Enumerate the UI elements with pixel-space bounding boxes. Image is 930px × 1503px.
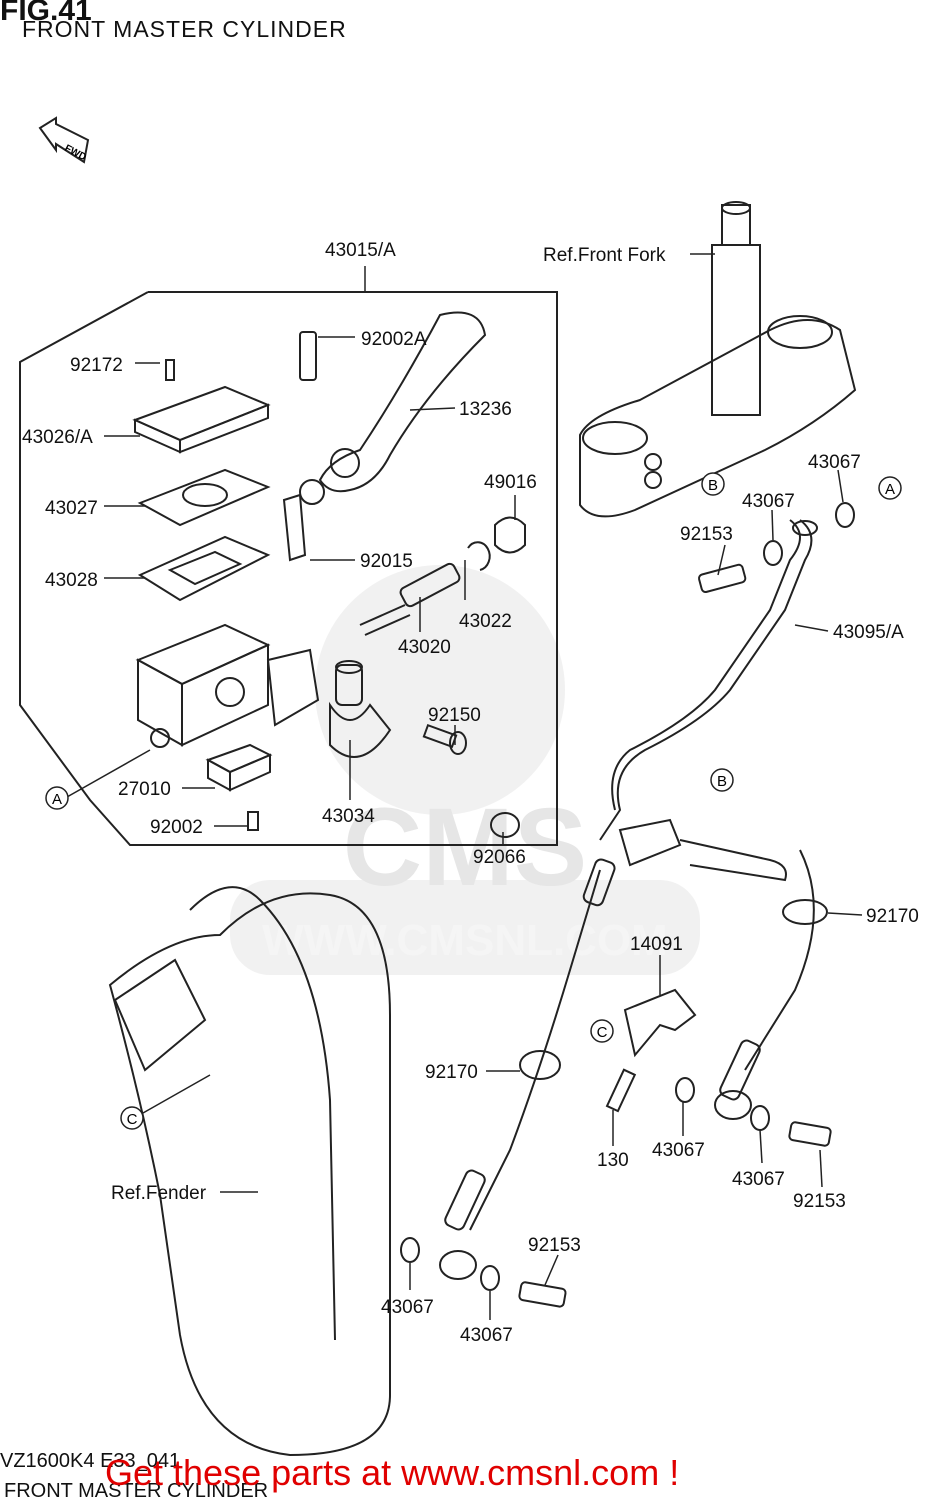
brake-hose [444,519,828,1231]
piston-assembly [359,516,526,636]
leader-lines [66,253,863,1320]
callout-c-fender: C [120,1106,144,1130]
part-label-43026-a: 43026/A [22,427,93,448]
diagram-code: VZ1600K4 E33_041 [0,1450,181,1472]
svg-text:A: A [52,791,62,808]
part-label-92002a: 92002A [361,329,427,350]
part-label-43020: 43020 [398,637,451,658]
callout-a-right: A [878,476,902,500]
callout-a-left: A [45,786,69,810]
lever-holder [329,660,392,758]
part-label-43067-upper: 43067 [742,491,795,512]
diaphragm-plate [137,468,271,527]
part-label-92015: 92015 [360,551,413,572]
callouts: A A B B C C [45,472,902,1130]
master-cylinder-body [135,623,320,748]
part-label-43027: 43027 [45,498,98,519]
part-label-43067-mid-right: 43067 [732,1169,785,1190]
svg-text:C: C [597,1024,608,1041]
callout-b-fork: B [701,472,725,496]
part-label-43067-lower-right: 43067 [460,1325,513,1346]
svg-text:C: C [127,1111,138,1128]
part-label-92150: 92150 [428,705,481,726]
reservoir-cap [132,359,271,454]
part-labels: 43015/A 92002A 92172 13236 43026/A 43027… [22,240,919,1346]
part-label-92170-right: 92170 [866,906,919,927]
front-fender [108,886,391,1457]
part-label-92172: 92172 [70,355,123,376]
part-label-43095-a: 43095/A [833,622,904,643]
part-label-27010: 27010 [118,779,171,800]
figure-title: FIG.41 [0,0,92,27]
clamp-bolt [422,723,520,838]
front-fork-triple-clamp [579,201,857,518]
part-label-14091: 14091 [630,934,683,955]
part-label-130: 130 [597,1150,629,1171]
part-label-43034: 43034 [322,806,375,827]
fwd-arrow-icon: FWD [38,116,90,164]
part-label-49016: 49016 [484,472,537,493]
part-label-43015-a: 43015/A [325,240,396,261]
part-label-43067-lower-left: 43067 [381,1297,434,1318]
brake-switch [205,743,273,831]
part-label-43067-mid-left: 43067 [652,1140,705,1161]
part-label-43022: 43022 [459,611,512,632]
ref-front-fork-label: Ref.Front Fork [543,245,666,266]
watermark: CMS WWW.CMSNL.COM [230,565,700,975]
part-label-92153-mid: 92153 [793,1191,846,1212]
svg-text:B: B [717,773,727,790]
part-label-92170-left: 92170 [425,1062,478,1083]
watermark-brand: CMS [343,786,587,909]
callout-c-hose: C [590,1019,614,1043]
figure-subtitle: FRONT MASTER CYLINDER [22,16,347,42]
diaphragm [137,535,271,602]
svg-text:B: B [708,477,718,494]
svg-text:A: A [885,481,895,498]
brake-lever [282,311,487,562]
watermark-url: WWW.CMSNL.COM [262,916,668,965]
part-label-92153-upper: 92153 [680,524,733,545]
promo-link[interactable]: Get these parts at www.cmsnl.com ! [105,1452,680,1493]
footer-subtitle: FRONT MASTER CYLINDER [4,1480,269,1502]
ref-fender-label: Ref.Fender [111,1183,207,1204]
part-label-43067-upper-right: 43067 [808,452,861,473]
callout-b-hose: B [710,768,734,792]
part-label-43028: 43028 [45,570,98,591]
part-label-13236: 13236 [459,399,512,420]
banjo-fittings [400,502,855,1308]
assembly-frame [19,291,558,846]
part-label-92002: 92002 [150,817,203,838]
part-label-92153-lower: 92153 [528,1235,581,1256]
part-label-92066: 92066 [473,847,526,868]
